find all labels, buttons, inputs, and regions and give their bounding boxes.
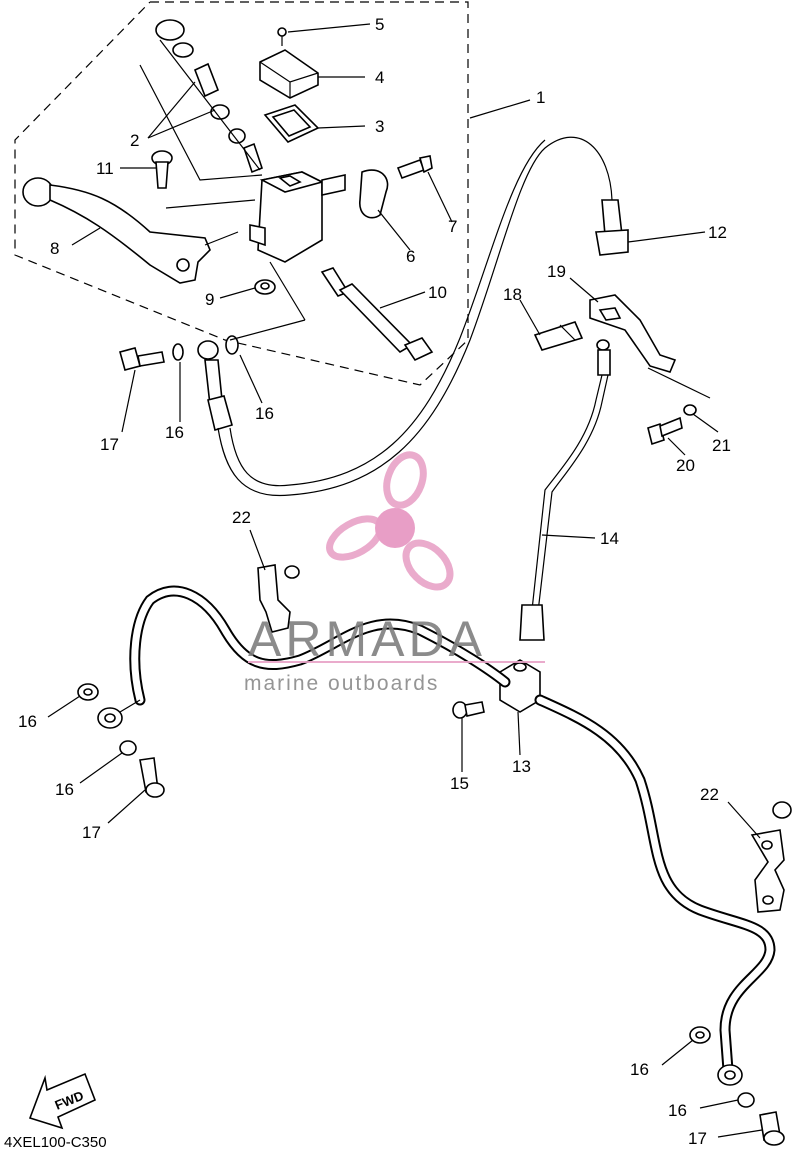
leader-lines [47, 23, 763, 1138]
callout-6: 6 [406, 247, 415, 266]
right-hose-clamp-22 [750, 801, 792, 913]
callout-18: 18 [503, 285, 522, 304]
fwd-arrow: FWD [28, 1072, 97, 1130]
left-hose-clamp-22 [257, 564, 300, 633]
callout-14: 14 [600, 529, 619, 548]
armada-logo-icon [326, 451, 454, 591]
callout-13: 13 [512, 757, 531, 776]
brake-pipe-14 [519, 339, 611, 641]
right-union-bolt [759, 1111, 785, 1146]
brake-hose-1 [217, 136, 613, 497]
leader-19-guide [647, 367, 711, 399]
callout-3: 3 [375, 117, 384, 136]
brake-light-switch [320, 267, 434, 362]
left-gasket-upper [77, 683, 99, 701]
upper-union-bolt [119, 347, 165, 371]
callout-10: 10 [428, 283, 447, 302]
callout-labels: 1 2 3 4 5 6 7 8 9 10 11 12 13 14 15 16 1… [18, 15, 731, 1148]
callout-21: 21 [712, 436, 731, 455]
joint-bolt-15 [452, 701, 485, 719]
hose-joint-12 [595, 199, 629, 256]
callout-11: 11 [96, 159, 114, 178]
right-gasket-lower [737, 1092, 755, 1108]
brake-lever[interactable] [22, 177, 239, 284]
callout-16-right-top: 16 [630, 1060, 649, 1079]
watermark-subtitle: marine outboards [244, 672, 439, 695]
upper-gasket-right [225, 335, 239, 355]
guide-bolt-20 [647, 416, 683, 446]
left-union-bolt [139, 757, 165, 798]
pivot-bolt [151, 150, 256, 209]
callout-2: 2 [130, 131, 139, 150]
callout-4: 4 [375, 68, 384, 87]
callout-12: 12 [708, 223, 727, 242]
hose-guide-19 [589, 294, 677, 373]
callout-16-left-top: 16 [18, 712, 37, 731]
piston-kit [139, 19, 263, 181]
drawing-code: 4XEL100-C350 [4, 1134, 107, 1149]
callout-1: 1 [536, 88, 545, 107]
reservoir-diaphragm [263, 104, 320, 143]
lower-brake-hose-right [534, 694, 776, 1076]
upper-hose-fitting [197, 340, 233, 432]
callout-9: 9 [205, 290, 214, 309]
callout-17-left: 17 [82, 823, 101, 842]
reservoir-cap [259, 49, 319, 99]
hose-clip-18 [533, 321, 584, 351]
callout-15: 15 [450, 774, 469, 793]
callout-20: 20 [676, 456, 695, 475]
cap-screw [277, 27, 287, 46]
right-banjo-eyelet [717, 1064, 743, 1086]
left-gasket-lower [119, 740, 137, 756]
callout-5: 5 [375, 15, 384, 34]
master-cylinder-body[interactable] [249, 171, 346, 263]
callout-17-right: 17 [688, 1129, 707, 1148]
callout-22-right: 22 [700, 785, 719, 804]
callout-16-upper-right: 16 [255, 404, 274, 423]
left-banjo-eyelet [97, 699, 141, 729]
callout-8: 8 [50, 239, 59, 258]
guide-washer-21 [683, 404, 697, 416]
callout-16-right-bottom: 16 [668, 1101, 687, 1120]
callout-22-left: 22 [232, 508, 251, 527]
right-gasket-upper [689, 1026, 711, 1044]
callout-7: 7 [448, 217, 457, 236]
callout-17-upper: 17 [100, 435, 119, 454]
callout-19: 19 [547, 262, 566, 281]
armada-watermark: ARMADA marine outboards [244, 451, 545, 695]
holder-bolt [396, 155, 433, 180]
callout-16-upper-left: 16 [165, 423, 184, 442]
callout-16-left-bottom: 16 [55, 780, 74, 799]
master-cylinder-holder [359, 169, 389, 219]
watermark-title: ARMADA [248, 611, 486, 667]
lever-nut [254, 279, 276, 295]
upper-gasket-left [172, 343, 184, 361]
